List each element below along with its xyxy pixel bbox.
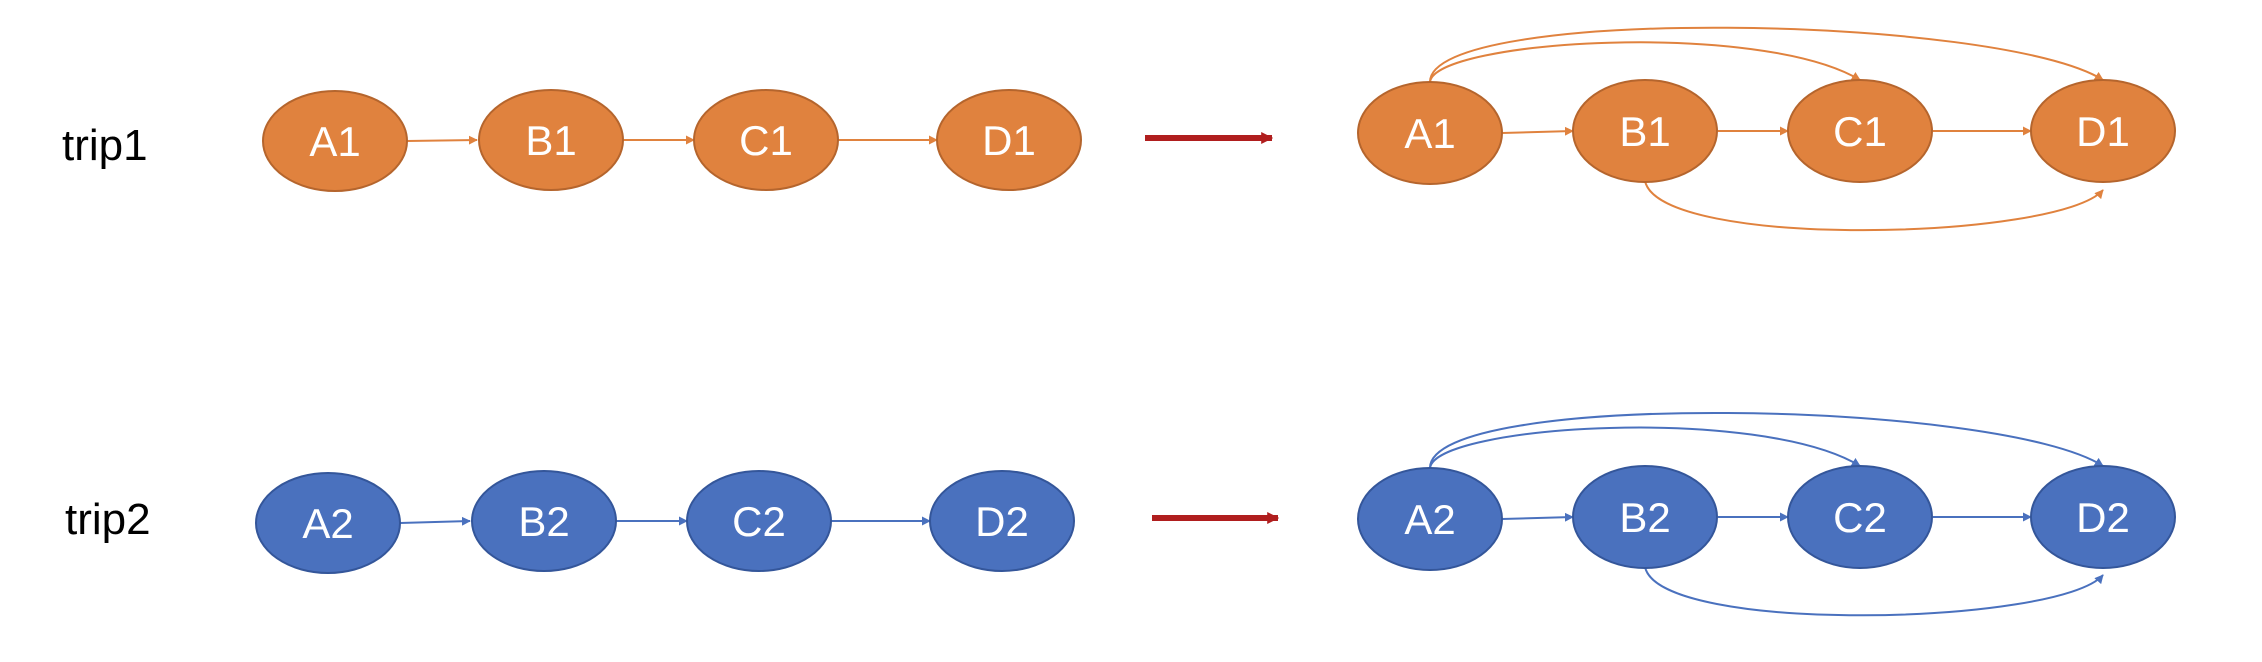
trip1-chain-edges	[406, 135, 938, 145]
trip1-node-c1: C1	[693, 89, 839, 191]
trip2-result-edges	[1429, 412, 2104, 617]
node-label: D1	[982, 117, 1036, 164]
node-label: A1	[1404, 110, 1455, 157]
trip2-result-node-a2: A2	[1357, 467, 1503, 571]
node-label: D2	[2076, 494, 2130, 541]
trip1-row: trip1 A1 B1 C1 D1	[62, 26, 2176, 232]
trip1-result-node-c1: C1	[1787, 79, 1933, 183]
trip1-result-node-b1: B1	[1572, 79, 1718, 183]
trip2-node-d2: D2	[929, 470, 1075, 572]
edge-a1-d1-result	[1429, 26, 2104, 83]
edge-b2-d2-result	[1644, 566, 2104, 617]
trip1-node-b1: B1	[478, 89, 624, 191]
trip2-node-c2: C2	[686, 470, 832, 572]
trip1-result-node-d1: D1	[2030, 79, 2176, 183]
edge-a2-b2	[399, 516, 471, 526]
trip1-result-node-a1: A1	[1357, 81, 1503, 185]
node-label: B1	[525, 117, 576, 164]
node-label: A2	[302, 500, 353, 547]
node-label: C2	[732, 498, 786, 545]
trip2-node-a2: A2	[255, 472, 401, 574]
node-label: C2	[1833, 494, 1887, 541]
edge-a1-b1-result	[1501, 126, 1574, 136]
trip2-result-node-b2: B2	[1572, 465, 1718, 569]
trip2-node-b2: B2	[471, 470, 617, 572]
node-label: B2	[1619, 494, 1670, 541]
trip2-chain-edges	[399, 516, 931, 526]
node-label: C1	[1833, 108, 1887, 155]
trip1-node-d1: D1	[936, 89, 1082, 191]
node-label: C1	[739, 117, 793, 164]
trip2-row: trip2 A2 B2 C2 D2	[65, 412, 2176, 617]
trip2-result-node-d2: D2	[2030, 465, 2176, 569]
edge-a2-c2-result	[1429, 426, 1861, 469]
edge-a2-d2-result	[1429, 412, 2104, 469]
trip1-result-edges	[1429, 26, 2104, 232]
trip1-node-a1: A1	[262, 90, 408, 192]
node-label: D2	[975, 498, 1029, 545]
edge-a1-c1-result	[1429, 41, 1861, 83]
trip1-label: trip1	[62, 121, 148, 170]
trip2-label: trip2	[65, 495, 151, 544]
node-label: B1	[1619, 108, 1670, 155]
trip2-result-node-c2: C2	[1787, 465, 1933, 569]
edge-a2-b2-result	[1501, 512, 1574, 522]
node-label: A1	[309, 118, 360, 165]
node-label: A2	[1404, 496, 1455, 543]
edge-a1-b1	[406, 135, 478, 145]
edge-b1-d1-result	[1644, 180, 2104, 232]
node-label: D1	[2076, 108, 2130, 155]
node-label: B2	[518, 498, 569, 545]
